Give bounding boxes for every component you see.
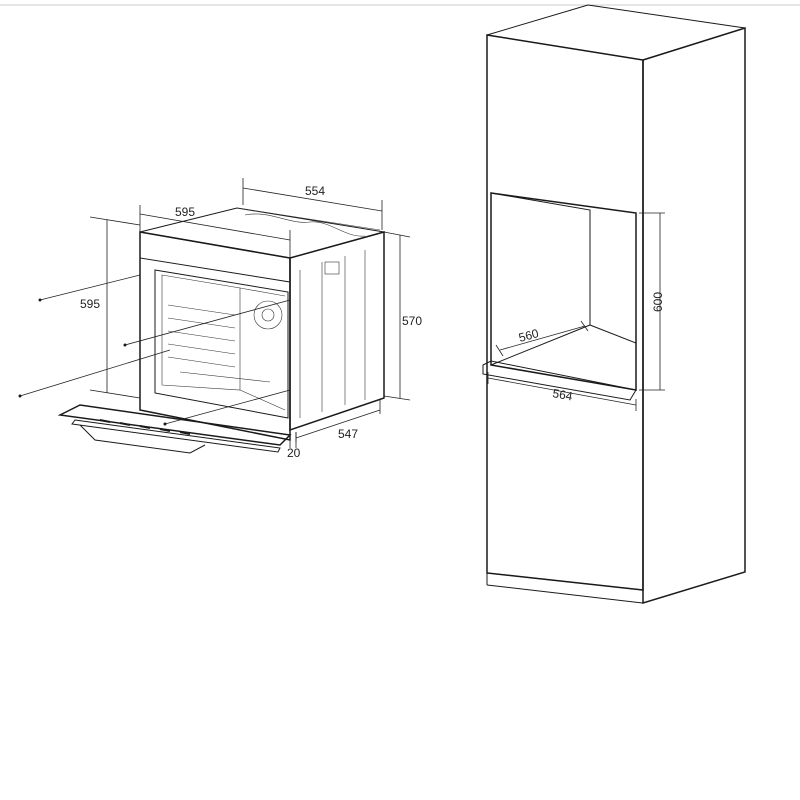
label-oven-top-depth: 554 (305, 184, 325, 198)
label-oven-height-left: 595 (80, 297, 100, 311)
cabinet-top-face (486, 4, 746, 61)
dim-oven-height-left (89, 216, 141, 399)
label-oven-height-right: 570 (402, 314, 422, 328)
oven-cavity (154, 269, 289, 419)
oven-side-body (289, 231, 385, 432)
label-niche-depth: 560 (517, 326, 540, 345)
cabinet-shelf (482, 360, 637, 401)
cabinet-drawing: 560 600 564 (482, 4, 746, 605)
label-niche-height: 600 (651, 292, 665, 312)
label-niche-width: 564 (551, 386, 573, 403)
oven-front-panel (139, 231, 291, 441)
cabinet-front-face (486, 34, 644, 591)
label-oven-body-depth: 547 (338, 427, 358, 441)
dim-niche-depth (495, 320, 589, 357)
dim-front-panel-thickness (289, 430, 297, 448)
oven-door-slots (99, 419, 191, 435)
oven-racks (167, 304, 271, 383)
label-oven-front-width: 595 (175, 205, 195, 219)
oven-door-handle (79, 424, 206, 454)
cabinet-side-face (642, 26, 746, 605)
dim-oven-top-depth (242, 178, 383, 230)
dim-oven-front-width (139, 205, 291, 258)
label-front-panel-thickness: 20 (287, 446, 301, 460)
oven-control-strip (139, 231, 291, 283)
oven-fan (253, 300, 283, 330)
oven-drawing: 554 595 595 570 547 20 (18, 178, 422, 460)
dim-niche-height (639, 212, 665, 391)
leader-lines (18, 274, 291, 426)
cabinet-niche-opening (490, 192, 637, 391)
dim-oven-height-right (383, 231, 411, 401)
dim-niche-width (487, 372, 637, 411)
